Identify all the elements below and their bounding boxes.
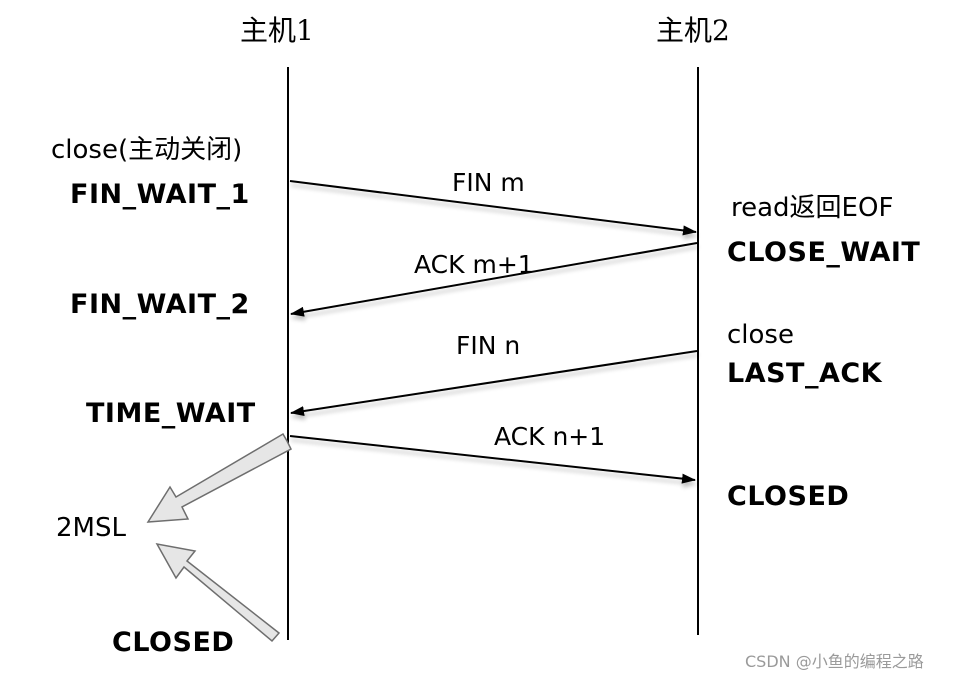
host1-title: 主机1 [240, 14, 314, 47]
time-wait-to-2msl-arrow [146, 432, 292, 523]
watermark: CSDN @小鱼的编程之路 [745, 652, 924, 671]
fin-m-label: FIN m [452, 168, 525, 197]
state-fin-wait-1: FIN_WAIT_1 [70, 179, 250, 210]
state-close-wait: CLOSE_WAIT [727, 237, 921, 268]
fin-m-arrow [289, 180, 697, 236]
fin-n-label: FIN n [456, 331, 521, 360]
fin-n-arrow [290, 350, 698, 416]
state-fin-wait-2: FIN_WAIT_2 [70, 289, 250, 320]
ack-n1-arrow [289, 435, 696, 484]
host1-state-closed: CLOSED [112, 627, 235, 658]
two-msl-label: 2MSL [56, 513, 126, 543]
host2-title: 主机2 [656, 14, 730, 47]
host2-close-event: close [727, 320, 794, 350]
host1-close-event: close(主动关闭) [51, 135, 243, 165]
host2-state-closed: CLOSED [727, 481, 850, 512]
ack-m1-label: ACK m+1 [414, 250, 534, 279]
state-time-wait: TIME_WAIT [86, 398, 256, 429]
closed-to-2msl-arrow [155, 542, 281, 643]
host2-read-eof-event: read返回EOF [731, 193, 894, 223]
state-last-ack: LAST_ACK [727, 358, 883, 389]
ack-m1-arrow [290, 242, 698, 317]
ack-n1-label: ACK n+1 [494, 422, 606, 451]
